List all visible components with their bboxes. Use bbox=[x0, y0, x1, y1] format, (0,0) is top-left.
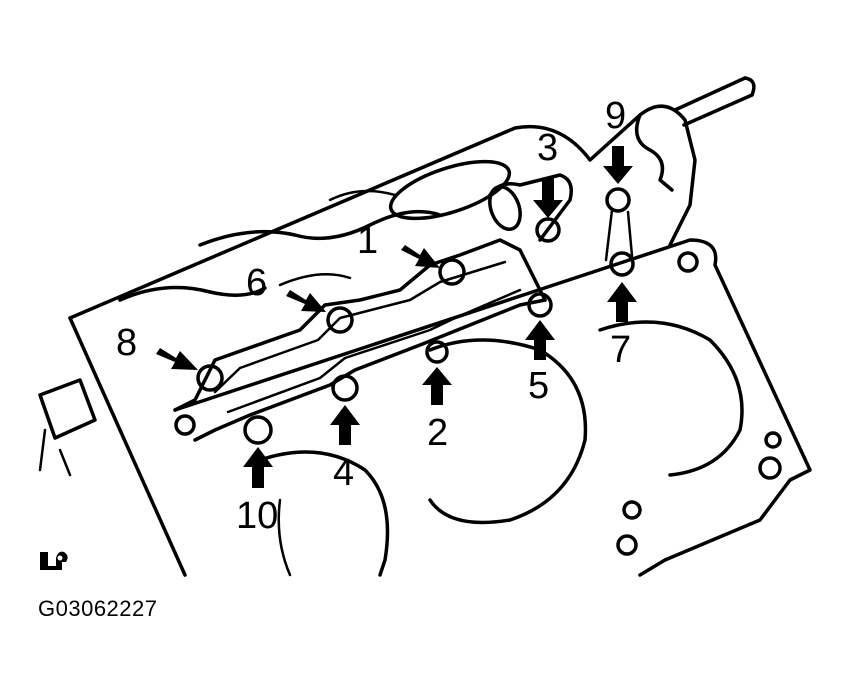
bolt-heads bbox=[196, 187, 635, 445]
bolt-label-6: 6 bbox=[246, 262, 267, 304]
cylinder-block bbox=[118, 238, 812, 577]
arrow-1 bbox=[401, 245, 440, 268]
arrow-2 bbox=[422, 367, 452, 405]
figure-id: G03062227 bbox=[38, 596, 158, 621]
bolt-head-8 bbox=[196, 364, 224, 392]
bolt-label-5: 5 bbox=[528, 365, 549, 407]
bolt-label-8: 8 bbox=[116, 322, 137, 364]
bolt-label-7: 7 bbox=[610, 329, 631, 371]
bolt-head-2 bbox=[425, 340, 449, 364]
arrow-4 bbox=[330, 405, 360, 445]
bolt-label-3: 3 bbox=[537, 127, 558, 169]
bolt-label-4: 4 bbox=[333, 452, 354, 494]
tightening-arrows bbox=[156, 146, 637, 488]
arrow-3 bbox=[533, 178, 563, 218]
bolt-head-4 bbox=[331, 374, 359, 402]
intake-manifold bbox=[38, 104, 697, 477]
bolt-head-7 bbox=[609, 251, 635, 277]
bolt-label-10: 10 bbox=[236, 495, 278, 537]
arrow-7 bbox=[607, 282, 637, 322]
fuel-pipe bbox=[673, 76, 756, 127]
bolt-head-5 bbox=[527, 292, 553, 318]
bolt-label-1: 1 bbox=[357, 220, 378, 262]
torque-wrench-symbol-icon bbox=[40, 551, 68, 570]
bolt-labels: 1 2 3 4 5 6 7 8 9 10 bbox=[116, 95, 631, 537]
arrow-9 bbox=[603, 146, 633, 184]
arrow-5 bbox=[525, 320, 555, 360]
arrow-8 bbox=[156, 348, 198, 370]
bolt-label-2: 2 bbox=[427, 412, 448, 454]
bolt-head-10 bbox=[243, 415, 273, 445]
bolt-head-3 bbox=[535, 217, 561, 243]
bolt-label-9: 9 bbox=[605, 95, 626, 137]
bolt-head-9 bbox=[605, 187, 631, 213]
bolt-head-1 bbox=[438, 258, 466, 286]
arrow-6 bbox=[286, 290, 326, 312]
arrow-10 bbox=[243, 447, 273, 488]
bolt-head-6 bbox=[326, 306, 354, 334]
